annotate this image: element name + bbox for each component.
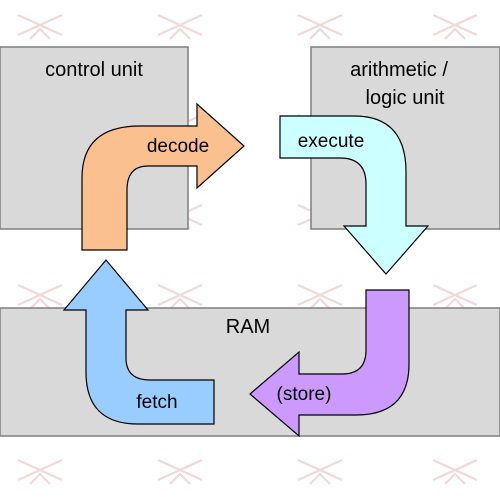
control-unit-label: control unit (45, 59, 143, 81)
store-arrow (249, 289, 410, 438)
fetch-arrow (62, 259, 215, 425)
fetch-label: fetch (136, 392, 177, 413)
watermark-mark (17, 283, 63, 310)
watermark-mark (432, 283, 478, 310)
decode-label: decode (147, 136, 209, 157)
ram-box (0, 307, 500, 437)
watermark-mark (157, 283, 203, 310)
watermark-mark (157, 458, 203, 485)
store-label: (store) (277, 384, 332, 405)
watermark-mark (297, 458, 343, 485)
execute-label: execute (298, 131, 365, 152)
watermark-mark (432, 458, 478, 485)
alu-label-line2: logic unit (366, 87, 445, 109)
watermark-mark (432, 13, 478, 40)
watermark-mark (17, 458, 63, 485)
decode-arrow (81, 102, 245, 251)
watermark-mark (17, 13, 63, 40)
execute-arrow (279, 115, 430, 275)
watermark-mark (297, 283, 343, 310)
watermark-mark (297, 13, 343, 40)
watermark-mark (157, 13, 203, 40)
alu-label-line1: arithmetic / (350, 59, 448, 81)
ram-label: RAM (226, 316, 270, 338)
